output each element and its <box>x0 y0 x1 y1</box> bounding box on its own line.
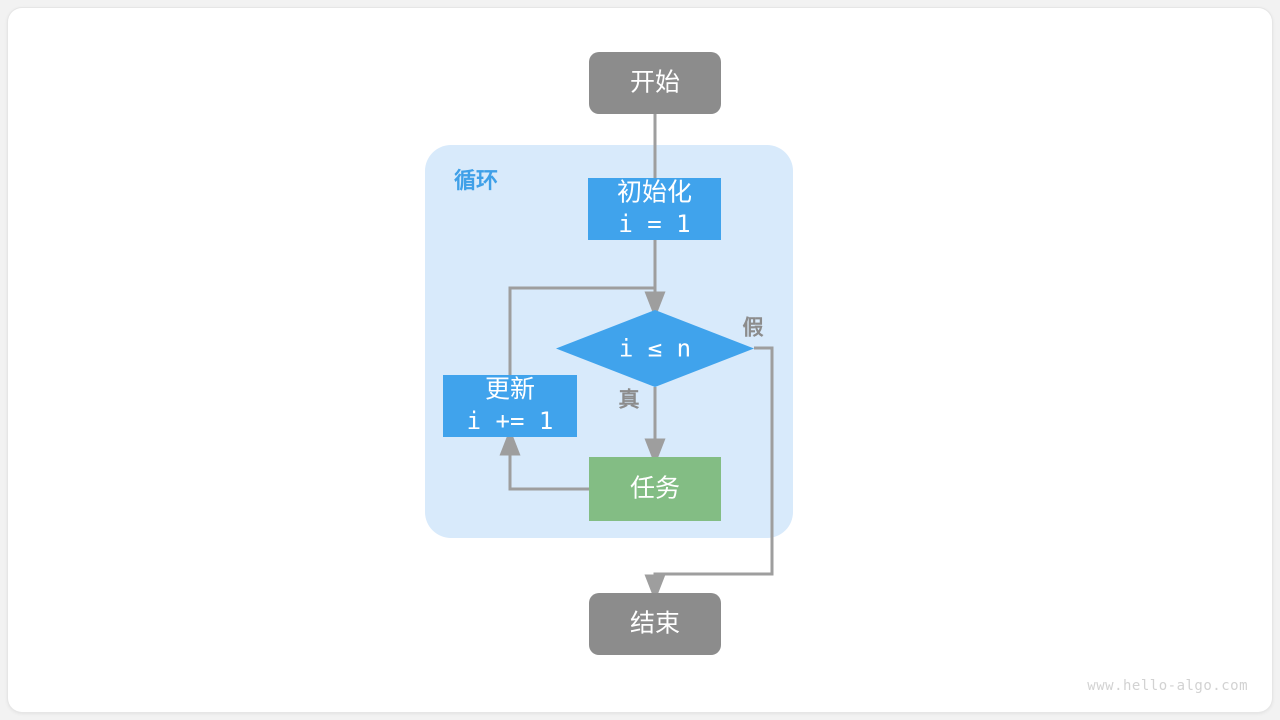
update-node-sublabel: i += 1 <box>467 407 554 435</box>
edge-task-to-update <box>499 428 589 491</box>
condition-node[interactable]: i ≤ n <box>556 310 754 387</box>
condition-node-shape <box>556 310 754 387</box>
task-node-label: 任务 <box>630 475 680 503</box>
initialize-node-label: 初始化 <box>617 179 692 207</box>
task-node-shape <box>589 457 721 521</box>
end-node-shape <box>589 593 721 655</box>
start-node-label: 开始 <box>630 69 680 97</box>
start-node-shape <box>589 52 721 114</box>
end-node[interactable]: 结束 <box>589 593 721 655</box>
edge-update-to-condition <box>508 286 655 375</box>
update-node[interactable]: 更新 i += 1 <box>443 375 577 437</box>
loop-container-label: 循环 <box>454 168 498 193</box>
start-node[interactable]: 开始 <box>589 52 721 114</box>
initialize-node-shape <box>588 178 721 240</box>
edge-condition-true-to-task-label: 真 <box>619 388 640 412</box>
watermark: www.hello-algo.com <box>1087 678 1248 694</box>
edge-condition-false-to-end-label: 假 <box>743 317 764 340</box>
update-node-shape <box>443 375 577 437</box>
edge-label-layer: 真假 <box>619 317 764 412</box>
end-node-label: 结束 <box>630 610 680 638</box>
initialize-node[interactable]: 初始化 i = 1 <box>588 178 721 240</box>
initialize-node-sublabel: i = 1 <box>618 210 690 238</box>
update-node-label: 更新 <box>485 376 535 404</box>
edge-layer <box>499 114 774 602</box>
condition-node-label: i ≤ n <box>619 335 691 363</box>
edge-condition-false-to-end <box>644 346 774 602</box>
task-node[interactable]: 任务 <box>589 457 721 521</box>
